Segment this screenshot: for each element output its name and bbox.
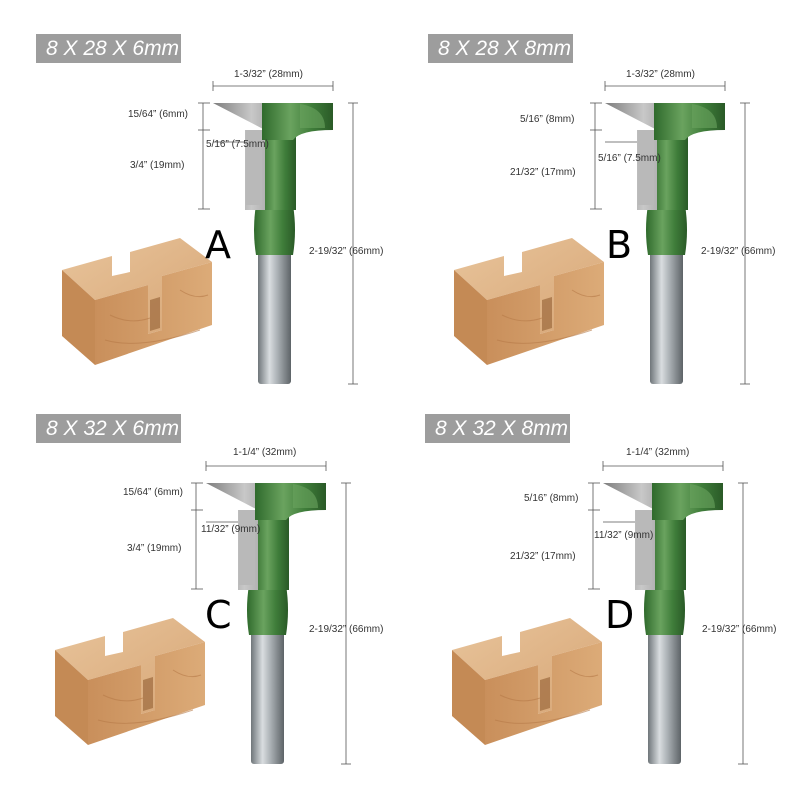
panel-b: 8 X 28 X 8mm B 1-3/32” (28mm) 5/16” (8mm… [392,0,792,400]
dim-total: 2-19/32” (66mm) [309,246,384,257]
size-badge: 8 X 32 X 8mm [425,414,570,443]
dim-side: 3/4” (19mm) [130,160,185,171]
panel-d: 8 X 32 X 8mm D 1-1/4” (32mm) 5/16” (8mm)… [390,380,790,780]
dim-width: 1-3/32” (28mm) [626,69,695,80]
variant-letter: C [205,593,232,637]
size-badge: 8 X 32 X 6mm [36,414,181,443]
variant-letter: A [205,223,231,267]
dim-mid: 5/16” (7.5mm) [206,139,269,150]
size-badge: 8 X 28 X 6mm [36,34,181,63]
dim-side: 21/32” (17mm) [510,167,576,178]
dim-top: 5/16” (8mm) [520,114,575,125]
dim-top: 15/64” (6mm) [128,109,189,120]
dim-width: 1-3/32” (28mm) [234,69,303,80]
size-badge: 8 X 28 X 8mm [428,34,573,63]
dim-total: 2-19/32” (66mm) [309,624,384,635]
variant-letter: D [605,593,635,637]
dim-top: 15/64” (6mm) [123,487,184,498]
dim-total: 2-19/32” (66mm) [702,624,777,635]
dim-width: 1-1/4” (32mm) [626,447,690,458]
dim-mid: 11/32” (9mm) [594,530,654,541]
dim-total: 2-19/32” (66mm) [701,246,776,257]
panel-a: 8 X 28 X 6mm A 1-3/32” (28mm) 15/64” (6m… [0,0,400,400]
dim-side: 3/4” (19mm) [127,543,182,554]
variant-letter: B [606,223,633,267]
dim-side: 21/32” (17mm) [510,551,576,562]
panel-c: 8 X 32 X 6mm C 1-1/4” (32mm) 15/64” (6mm… [0,380,393,780]
dim-mid: 5/16” (7.5mm) [598,153,661,164]
dim-width: 1-1/4” (32mm) [233,447,297,458]
dim-top: 5/16” (8mm) [524,493,579,504]
dim-mid: 11/32” (9mm) [201,524,261,535]
